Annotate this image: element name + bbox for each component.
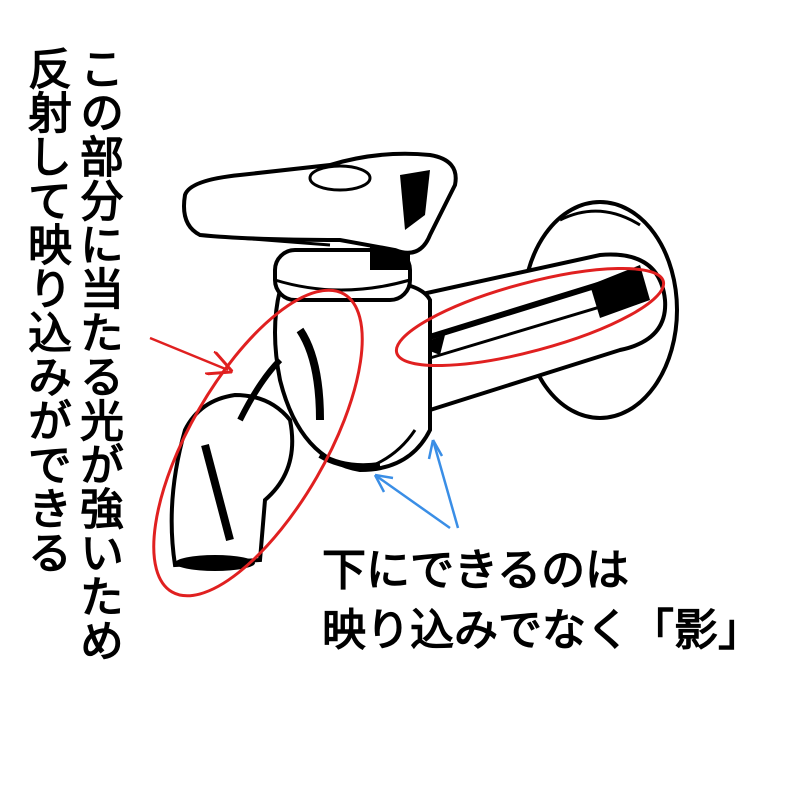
faucet-spout xyxy=(169,327,324,571)
reflection-highlight-pipe xyxy=(394,266,666,368)
reflection-arrow xyxy=(149,336,228,370)
shadow-note-line-2: 映り込みでなく「影」 xyxy=(322,605,762,656)
faucet-pipe xyxy=(392,252,668,413)
reflection-note-line-2: 反射して映り込みができる xyxy=(20,46,71,574)
faucet-handle xyxy=(182,151,458,255)
reflection-highlight-spout xyxy=(152,288,364,598)
faucet-body xyxy=(273,277,432,473)
shadow-arrows xyxy=(373,439,460,530)
reflection-note-line-1: この部分に当たる光が強いため xyxy=(72,46,123,662)
shadow-note-line-1: 下にできるのは xyxy=(322,545,630,596)
